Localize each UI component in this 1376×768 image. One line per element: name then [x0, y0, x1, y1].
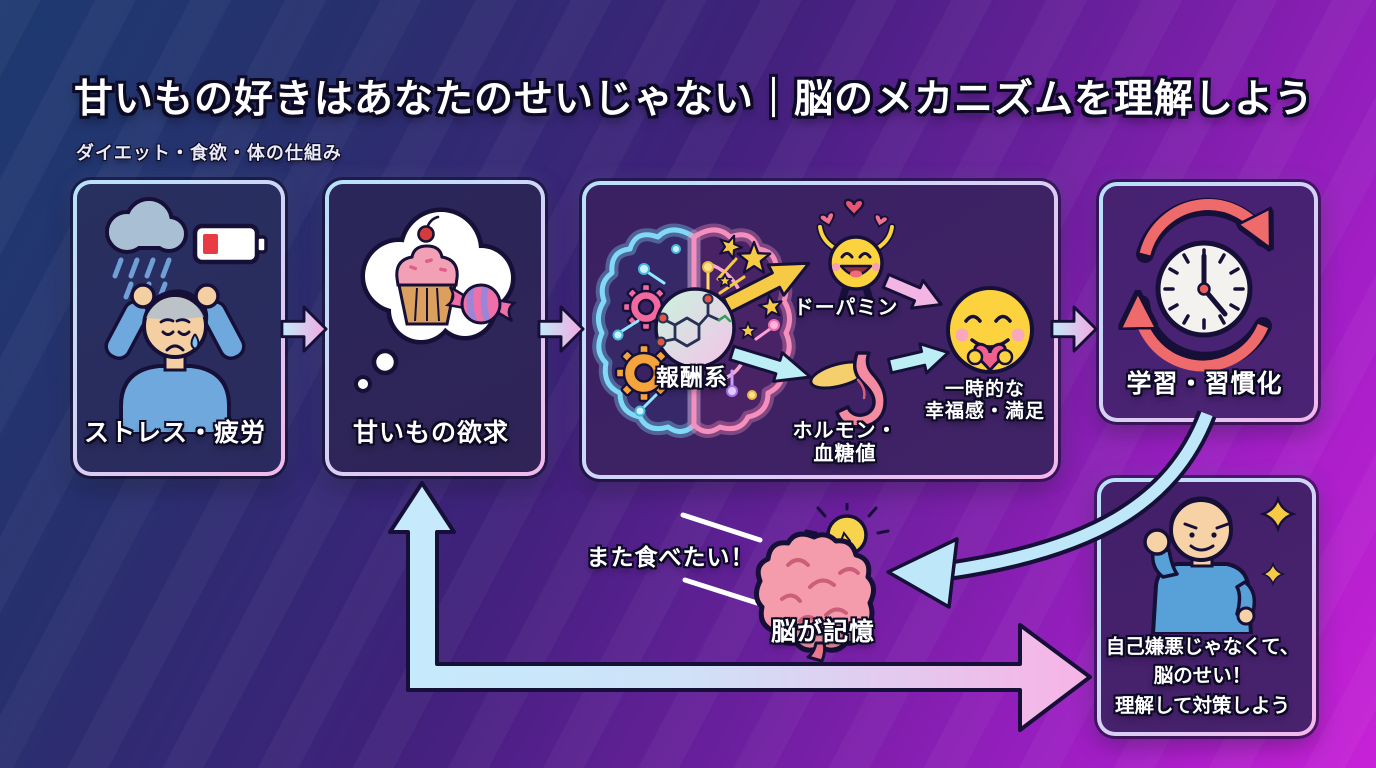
hugging-smiley-icon: [946, 286, 1034, 374]
craving-label: 甘いもの欲求: [352, 419, 509, 447]
satisfaction-arrow-pink: [881, 273, 943, 310]
gear-icon: [614, 343, 674, 403]
reward-system-box: [582, 181, 1058, 479]
loop-arrow: [388, 481, 1092, 732]
circuit-dots: [612, 244, 780, 417]
flexing-person-icon: [1143, 496, 1295, 634]
cupcake-icon: [395, 215, 459, 326]
stomach-pancreas-icon: [809, 351, 887, 429]
page-title: 甘いもの好きはあなたのせいじゃない｜脳のメカニズムを理解しよう: [74, 78, 1315, 121]
curved-arrow: [886, 410, 1217, 609]
arrow-right-icon: [280, 305, 328, 353]
page-subtitle: ダイエット・食欲・体の仕組み: [76, 143, 342, 163]
emphasis-lines: [680, 512, 763, 606]
dopamine-label: ドーパミン: [793, 297, 899, 319]
craving-box: [325, 180, 545, 476]
stress-box: [73, 180, 285, 476]
rain-cloud-icon: [105, 197, 188, 300]
hormone-arrow-icon: [728, 344, 812, 383]
dopamine-arrow-icon: [721, 261, 811, 314]
stress-label: ストレス・疲労: [83, 419, 266, 447]
reward-box-art: [592, 198, 1034, 438]
craving-again-label: また食べたい！: [586, 544, 755, 570]
candy-icon: [444, 283, 518, 325]
stressed-person-icon: [104, 283, 246, 434]
craving-box-art: [354, 207, 518, 393]
clock-cycle-icon: [1103, 197, 1306, 372]
gear-icon: [621, 282, 671, 332]
reward-label: 報酬系: [656, 364, 728, 390]
satisfaction-arrow-blue: [886, 342, 950, 375]
memory-brain-icon: [754, 503, 890, 663]
memory-label: 脳が記憶: [770, 618, 875, 646]
dopamine-emoji-icon: [816, 198, 896, 305]
hormone-label: ホルモン・ 血糖値: [792, 420, 898, 465]
stress-box-art: [104, 197, 268, 434]
arrow-right-icon: [1050, 305, 1098, 353]
habit-label: 学習・習慣化: [1126, 370, 1283, 398]
low-battery-icon: [192, 223, 268, 265]
habit-box: [1099, 182, 1318, 422]
conclusion-label: 自己嫌悪じゃなくて、 脳のせい！ 理解して対策しよう: [1105, 636, 1300, 717]
conclusion-box: [1097, 478, 1316, 736]
satisfaction-label: 一時的な 幸福感・満足: [924, 379, 1045, 422]
arrow-right-icon: [537, 305, 585, 353]
reward-molecule-icon: [654, 287, 736, 369]
